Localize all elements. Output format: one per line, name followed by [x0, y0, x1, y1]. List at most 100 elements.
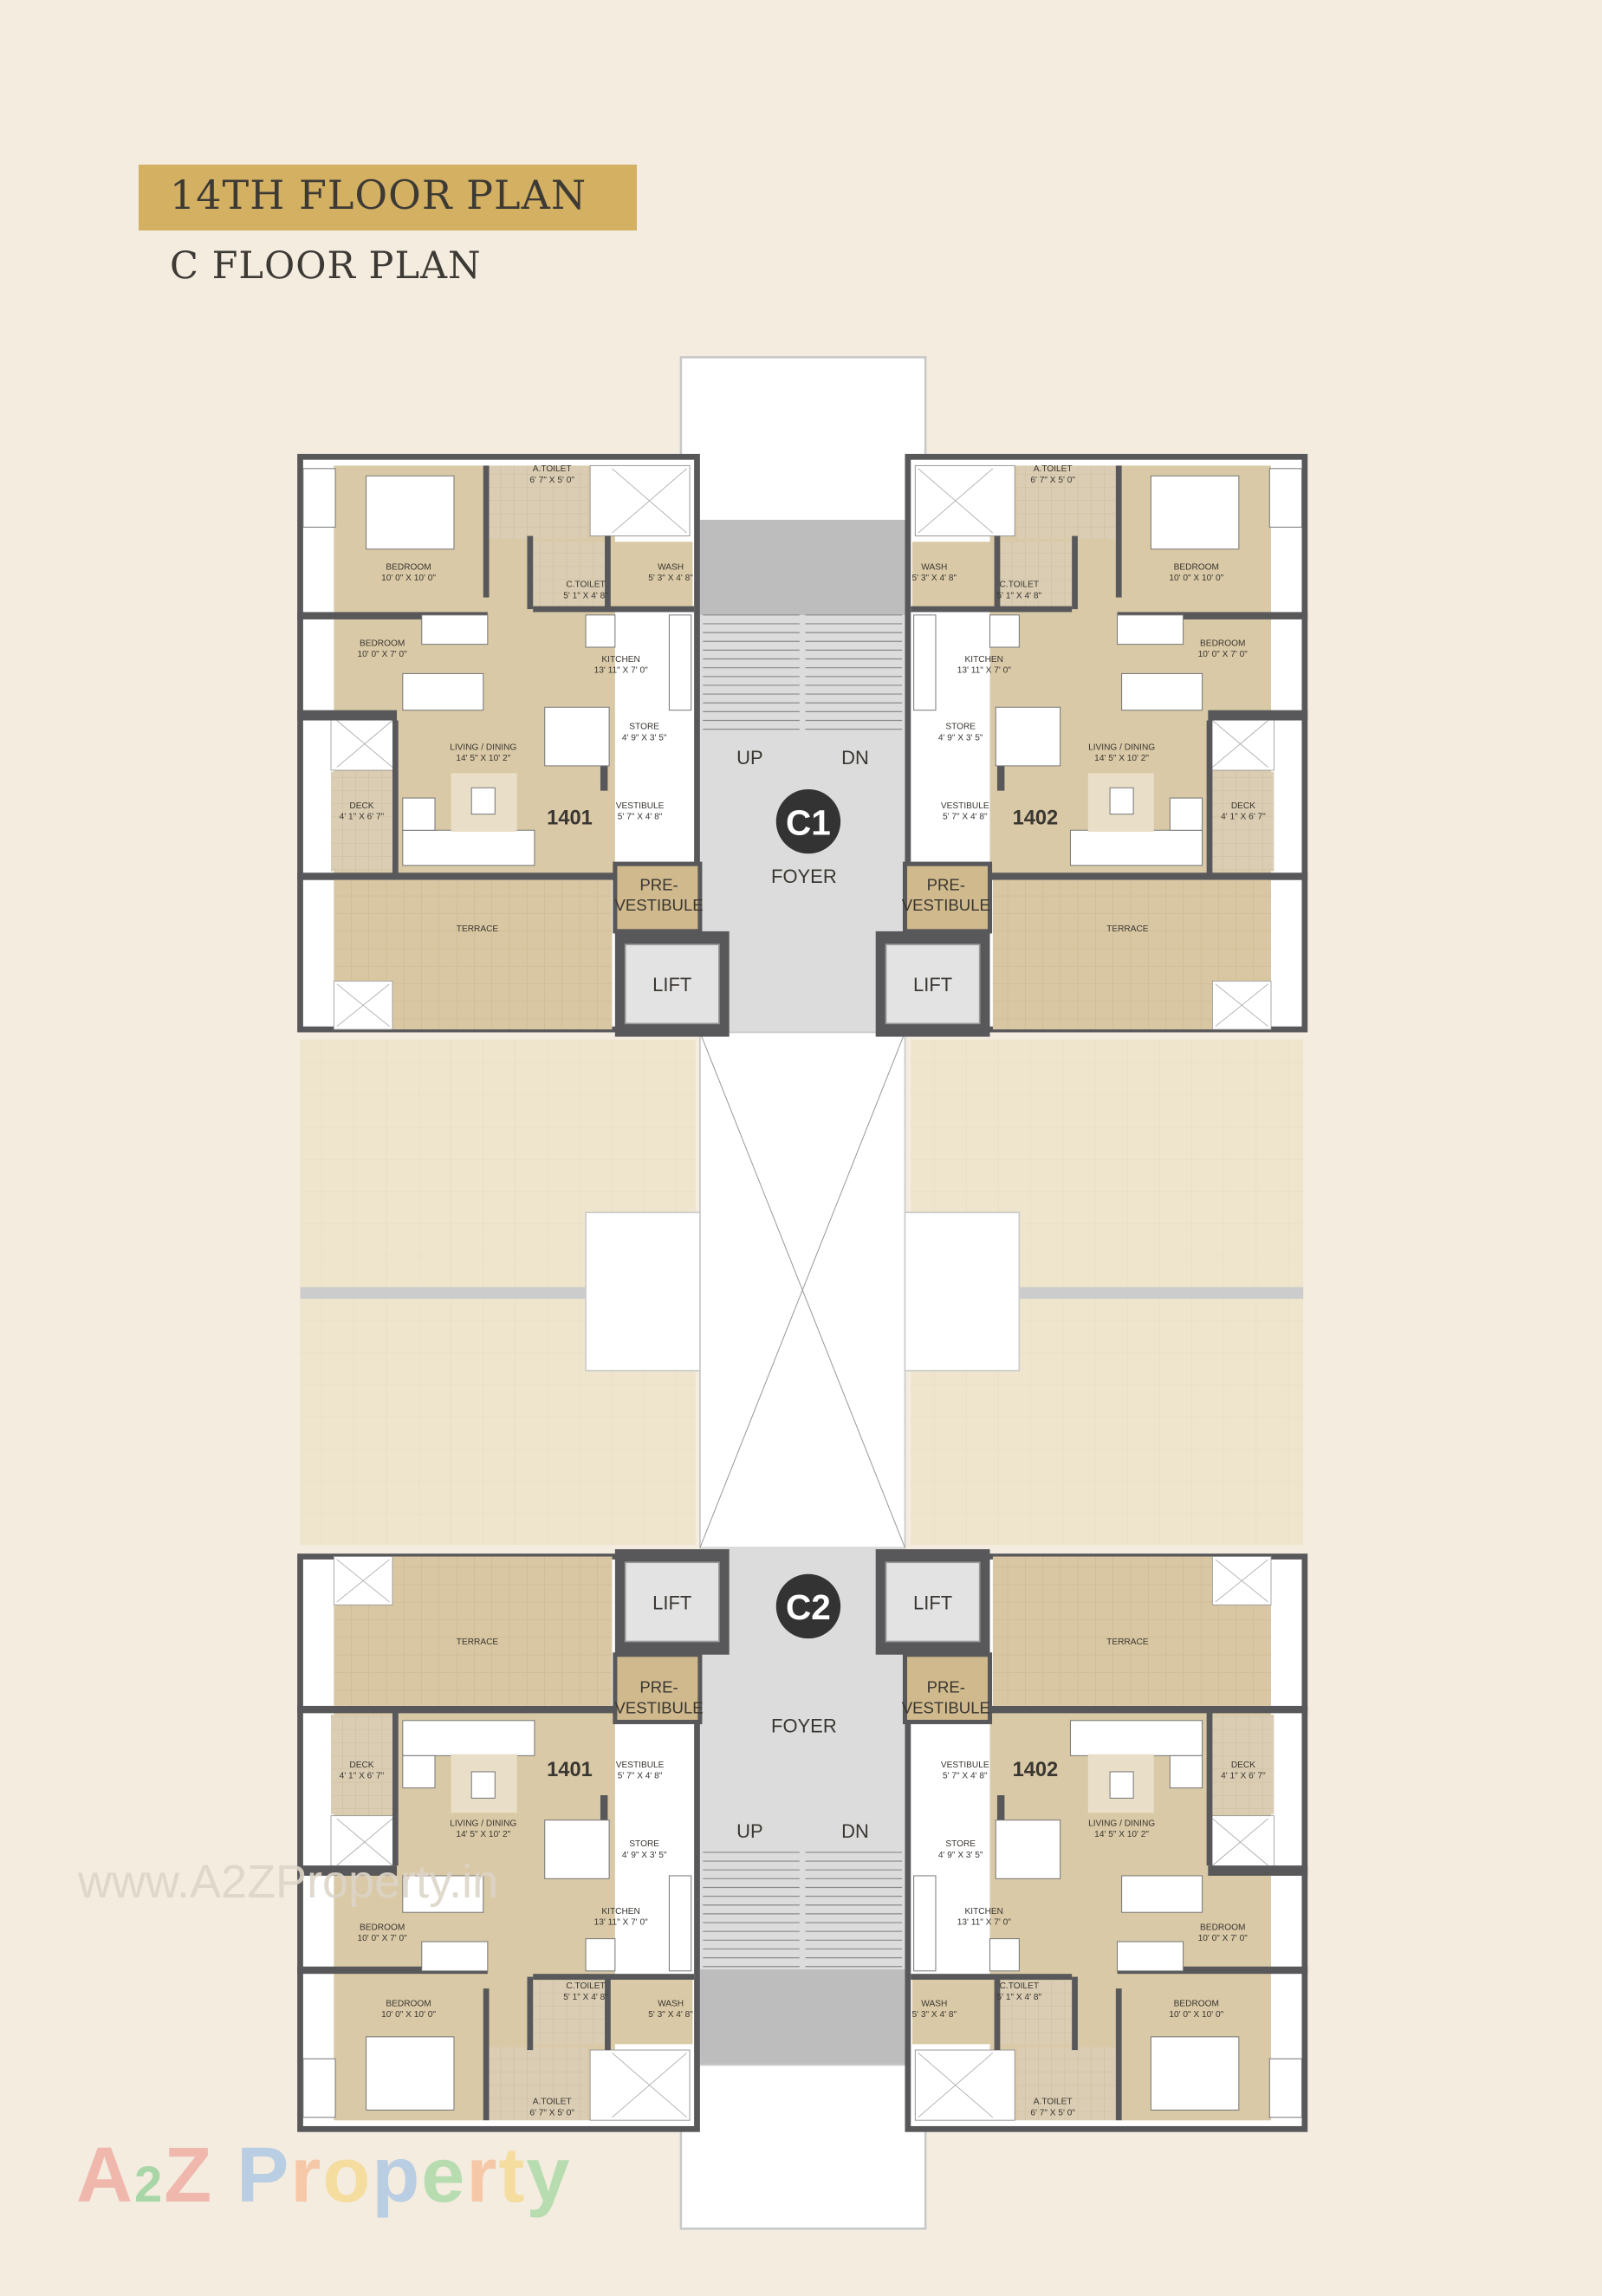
room-size: 5' 1" X 4' 8" — [563, 591, 608, 600]
room-name: BEDROOM — [360, 639, 405, 648]
room-name: BEDROOM — [386, 1999, 431, 2008]
room-name: LIVING / DINING — [1088, 1819, 1155, 1828]
room-size: 5' 7" X 4' 8" — [943, 813, 988, 822]
room-size: 13' 11" X 7' 0" — [957, 1918, 1011, 1928]
room-size: 5' 7" X 4' 8" — [618, 1772, 663, 1781]
room-name: TERRACE — [457, 924, 499, 934]
watermark-letter: e — [421, 2132, 467, 2219]
stair-down-label: DN — [841, 747, 869, 769]
room-size: 14' 5" X 10' 2" — [1094, 754, 1149, 763]
lift-label: LIFT — [652, 974, 691, 996]
watermark-letter: t — [498, 2132, 527, 2219]
room-size: 4' 1" X 6' 7" — [1221, 1772, 1266, 1781]
unit-1401-bottom — [297, 1549, 730, 2132]
room-name: KITCHEN — [601, 655, 639, 665]
lift-label: LIFT — [913, 974, 952, 996]
room-size: 10' 0" X 10' 0" — [381, 574, 436, 583]
room-size: 13' 11" X 7' 0" — [594, 1918, 648, 1928]
room-name: BEDROOM — [386, 562, 431, 572]
room-name: BEDROOM — [1200, 639, 1245, 648]
room-size: 14' 5" X 10' 2" — [1094, 1830, 1149, 1839]
room-size: 5' 7" X 4' 8" — [943, 1772, 988, 1781]
watermark-logo: A2Z Property — [76, 2137, 571, 2215]
room-name: STORE — [629, 1839, 659, 1849]
watermark-letter: A — [76, 2132, 134, 2219]
room-size: 14' 5" X 10' 2" — [456, 1830, 510, 1839]
room-name: DECK — [349, 1761, 373, 1770]
unit-number: 1401 — [547, 1759, 593, 1781]
watermark-letter: o — [322, 2132, 373, 2219]
room-size: 10' 0" X 10' 0" — [1169, 574, 1223, 583]
unit-labels: A.TOILET 6' 7" X 5' 0" BEDROOM 10' 0" X 10'… — [340, 464, 1266, 2118]
room-name: STORE — [629, 723, 659, 732]
room-name: DECK — [349, 801, 373, 811]
watermark-letter: y — [526, 2132, 572, 2219]
room-name: VESTIBULE — [616, 801, 665, 811]
page-subtitle: C FLOOR PLAN — [170, 244, 482, 288]
watermark-letter: p — [372, 2132, 422, 2219]
room-size: 4' 1" X 6' 7" — [340, 1772, 385, 1781]
room-name: KITCHEN — [601, 1907, 639, 1917]
room-size: 6' 7" X 5' 0" — [1030, 476, 1075, 485]
room-name: WASH — [921, 562, 947, 572]
pre-vestibule-label: VESTIBULE — [902, 896, 990, 914]
room-size: 5' 3" X 4' 8" — [911, 2010, 957, 2020]
room-size: 5' 1" X 4' 8" — [563, 1993, 608, 2002]
room-size: 6' 7" X 5' 0" — [529, 2108, 574, 2118]
room-size: 6' 7" X 5' 0" — [529, 476, 574, 485]
room-name: C.TOILET — [1000, 1981, 1039, 1991]
room-size: 10' 0" X 7' 0" — [358, 650, 408, 659]
pre-vestibule-label: VESTIBULE — [614, 896, 703, 914]
room-size: 10' 0" X 10' 0" — [1169, 2010, 1223, 2020]
core-badge-c2 — [775, 1573, 841, 1639]
room-size: 5' 1" X 4' 8" — [997, 591, 1042, 600]
foyer-label: FOYER — [771, 1715, 837, 1736]
room-name: TERRACE — [1106, 924, 1149, 934]
room-size: 10' 0" X 7' 0" — [358, 1934, 408, 1943]
pre-vestibule-label: VESTIBULE — [614, 1698, 703, 1716]
pre-vestibule-label: PRE- — [639, 1678, 678, 1696]
room-name: DECK — [1231, 1761, 1255, 1770]
staircase-c1 — [703, 614, 903, 730]
room-name: A.TOILET — [533, 464, 572, 474]
title-band — [139, 165, 637, 230]
room-size: 4' 9" X 3' 5" — [938, 733, 983, 743]
room-size: 5' 3" X 4' 8" — [648, 574, 693, 583]
room-size: 4' 9" X 3' 5" — [622, 733, 667, 743]
pre-vestibule-label: PRE- — [639, 876, 678, 894]
foyer-label: FOYER — [771, 866, 837, 887]
room-name: A.TOILET — [1034, 2098, 1073, 2107]
room-name: WASH — [921, 1999, 947, 2008]
room-name: LIVING / DINING — [450, 1819, 516, 1828]
bottom-duct — [679, 2063, 927, 2230]
pre-vestibule-label: VESTIBULE — [902, 1698, 990, 1716]
staircase-c2 — [703, 1852, 903, 1968]
unit-number: 1402 — [1013, 1759, 1059, 1781]
room-size: 10' 0" X 10' 0" — [381, 2010, 436, 2020]
room-name: TERRACE — [1106, 1638, 1149, 1647]
room-size: 4' 1" X 6' 7" — [340, 813, 385, 822]
room-size: 5' 1" X 4' 8" — [997, 1993, 1042, 2002]
room-size: 13' 11" X 7' 0" — [957, 666, 1011, 676]
stair-down-label: DN — [841, 1820, 869, 1842]
watermark-letter: P — [213, 2132, 291, 2219]
watermark-letter: Z — [164, 2132, 214, 2219]
room-size: 5' 3" X 4' 8" — [911, 574, 957, 583]
watermark-letter: r — [290, 2132, 323, 2219]
room-name: DECK — [1231, 801, 1255, 811]
room-name: C.TOILET — [566, 1981, 605, 1991]
room-name: KITCHEN — [965, 1907, 1003, 1917]
room-name: BEDROOM — [1174, 562, 1219, 572]
room-size: 5' 7" X 4' 8" — [618, 813, 663, 822]
lift-label: LIFT — [913, 1592, 952, 1613]
room-name: LIVING / DINING — [1088, 743, 1155, 752]
room-name: VESTIBULE — [616, 1761, 665, 1770]
stair-up-label: UP — [736, 747, 763, 769]
room-size: 14' 5" X 10' 2" — [456, 754, 510, 763]
pre-vestibule-label: PRE- — [927, 1678, 965, 1696]
pre-vestibule-label: PRE- — [927, 876, 965, 894]
unit-1402-bottom — [876, 1549, 1308, 2132]
room-size: 5' 3" X 4' 8" — [648, 2010, 693, 2020]
